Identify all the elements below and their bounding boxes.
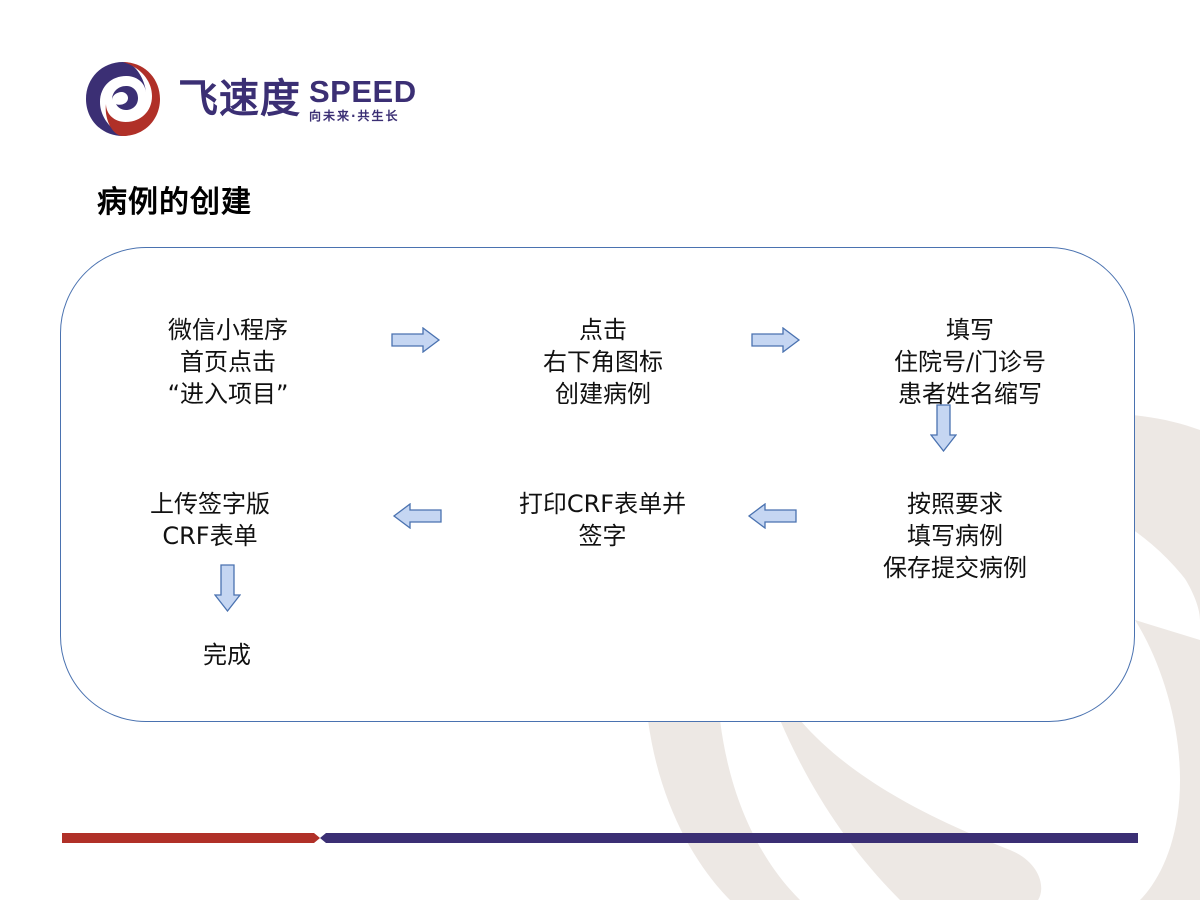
step-line: 签字 xyxy=(578,522,627,550)
step-line: CRF表单 xyxy=(162,522,258,550)
step-print-and-sign: 打印CRF表单并 签字 xyxy=(495,488,710,552)
step-upload-signed-crf: 上传签字版 CRF表单 xyxy=(110,488,310,552)
step-line: “进入项目” xyxy=(167,380,289,408)
arrow-left-icon xyxy=(392,503,442,529)
brand-name-cn: 飞速度 xyxy=(178,76,301,122)
step-line: 上传签字版 xyxy=(150,490,270,518)
arrow-down-icon xyxy=(930,404,957,452)
step-line: 填写病例 xyxy=(907,522,1003,550)
step-line: 患者姓名缩写 xyxy=(898,380,1042,408)
step-line: 按照要求 xyxy=(907,490,1003,518)
step-complete: 完成 xyxy=(177,639,277,671)
step-open-project: 微信小程序 首页点击 “进入项目” xyxy=(128,314,328,410)
step-line: 保存提交病例 xyxy=(883,554,1027,582)
step-fill-patient-info: 填写 住院号/门诊号 患者姓名缩写 xyxy=(860,314,1080,410)
arrow-down-icon xyxy=(214,564,241,612)
brand-name-en: SPEED xyxy=(309,74,417,109)
step-line: 右下角图标 xyxy=(543,348,663,376)
flow-container xyxy=(60,247,1135,722)
step-create-case: 点击 右下角图标 创建病例 xyxy=(503,314,703,410)
arrow-left-icon xyxy=(747,503,797,529)
step-line: 住院号/门诊号 xyxy=(893,348,1047,376)
step-line: 微信小程序 xyxy=(168,316,288,344)
step-line: 填写 xyxy=(946,316,994,344)
page-title: 病例的创建 xyxy=(97,185,252,220)
step-line: 打印CRF表单并 xyxy=(518,490,687,518)
swirl-logo-icon xyxy=(86,62,160,136)
bottom-decorative-bar xyxy=(62,833,1138,843)
arrow-right-icon xyxy=(751,327,801,353)
arrow-right-icon xyxy=(391,327,441,353)
step-fill-and-submit: 按照要求 填写病例 保存提交病例 xyxy=(855,488,1055,584)
brand-logo: 飞速度 SPEED 向未来·共生长 xyxy=(82,58,417,140)
step-line: 完成 xyxy=(203,641,251,669)
step-line: 点击 xyxy=(579,316,627,344)
step-line: 首页点击 xyxy=(180,348,276,376)
brand-slogan: 向未来·共生长 xyxy=(309,109,400,123)
step-line: 创建病例 xyxy=(555,380,651,408)
